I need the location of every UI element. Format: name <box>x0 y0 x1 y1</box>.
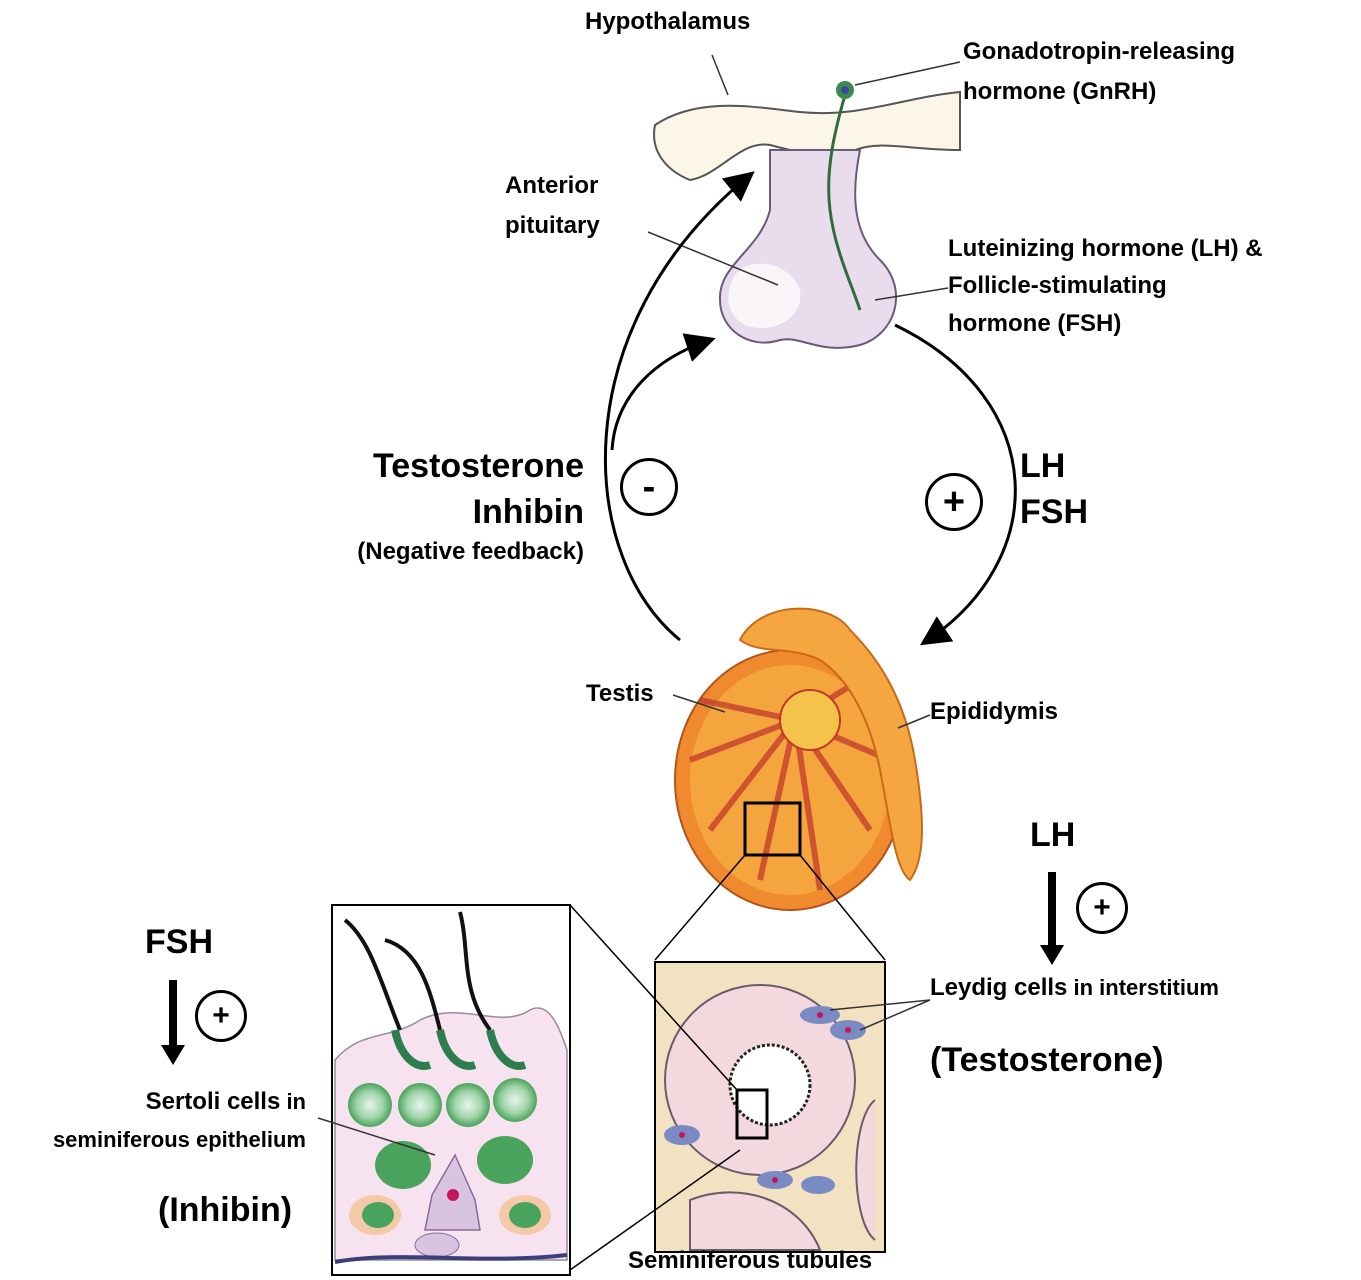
lh-stimulation-label: LH <box>1020 446 1065 487</box>
zoom-line-left <box>655 855 745 960</box>
sertoli-cells-bold: Sertoli cells <box>146 1088 281 1115</box>
leydig-cells-location: in interstitium <box>1067 975 1219 1000</box>
hypothalamus-leader <box>712 55 728 95</box>
inhibin-feedback-label: Inhibin <box>473 492 584 533</box>
seminiferous-tubules-panel <box>655 962 885 1252</box>
plus-sign-main: + <box>943 481 965 524</box>
fsh-stimulation-label: FSH <box>1020 492 1088 533</box>
testis-label: Testis <box>586 680 654 709</box>
testosterone-product-label: (Testosterone) <box>930 1040 1164 1081</box>
epididymis-label: Epididymis <box>930 698 1058 727</box>
sertoli-cells-label: Sertoli cells in <box>146 1088 306 1117</box>
lh-fsh-label-line3: hormone (FSH) <box>948 310 1121 339</box>
lh-fsh-label-line2: Follicle-stimulating <box>948 272 1167 301</box>
leydig-cells-bold: Leydig cells <box>930 974 1067 1001</box>
plus-circle-sertoli: + <box>195 990 247 1042</box>
fsh-down-arrow-head <box>161 1045 185 1065</box>
negative-feedback-label: (Negative feedback) <box>357 538 584 567</box>
sertoli-cells-in: in <box>280 1089 306 1114</box>
inhibin-feedback-arrow-inner <box>612 340 710 450</box>
anterior-pituitary-label-line2: pituitary <box>505 212 600 241</box>
gnrh-label-line1: Gonadotropin-releasing <box>963 38 1235 67</box>
minus-circle: - <box>620 458 678 516</box>
hypothalamus-label: Hypothalamus <box>585 8 750 37</box>
plus-circle-main: + <box>925 473 983 531</box>
minus-sign: - <box>643 466 656 509</box>
plus-circle-leydig: + <box>1076 882 1128 934</box>
fsh-lower-label: FSH <box>145 922 213 963</box>
leydig-cells-label: Leydig cells in interstitium <box>930 974 1219 1003</box>
testosterone-feedback-label: Testosterone <box>373 446 584 487</box>
plus-sign-leydig: + <box>1093 891 1111 925</box>
anterior-pituitary-label-line1: Anterior <box>505 172 598 201</box>
seminiferous-tubules-label: Seminiferous tubules <box>628 1247 872 1276</box>
seminiferous-epithelium-label: seminiferous epithelium <box>53 1127 306 1153</box>
lh-lower-label: LH <box>1030 815 1075 856</box>
lh-down-arrow-head <box>1040 945 1064 965</box>
lh-fsh-label-line1: Luteinizing hormone (LH) & <box>948 235 1263 264</box>
seminiferous-epithelium-panel <box>332 905 570 1275</box>
inhibin-product-label: (Inhibin) <box>158 1190 292 1231</box>
gnrh-label-line2: hormone (GnRH) <box>963 78 1156 107</box>
plus-sign-sertoli: + <box>212 999 230 1033</box>
